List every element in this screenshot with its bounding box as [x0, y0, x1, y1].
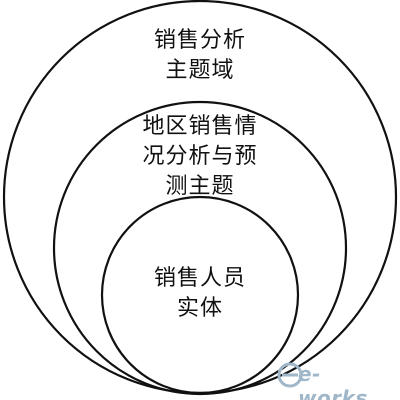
middle-label-line-1: 地区销售情: [142, 114, 258, 139]
outer-label-line-1: 销售分析: [153, 28, 246, 53]
inner-circle: [100, 195, 300, 395]
middle-label-line-2: 况分析与预: [142, 144, 258, 169]
middle-circle-label: 地区销售情 况分析与预 测主题: [90, 112, 310, 202]
middle-label-line-3: 测主题: [165, 174, 235, 199]
watermark: e-works: [276, 360, 386, 400]
inner-label-line-1: 销售人员: [153, 266, 246, 291]
inner-circle-label: 销售人员 实体: [120, 264, 280, 324]
outer-circle-label: 销售分析 主题域: [100, 26, 300, 86]
outer-label-line-2: 主题域: [165, 58, 235, 83]
inner-label-line-2: 实体: [176, 296, 223, 321]
e-works-logo-icon: [277, 362, 303, 388]
watermark-text: e-works: [298, 362, 368, 400]
